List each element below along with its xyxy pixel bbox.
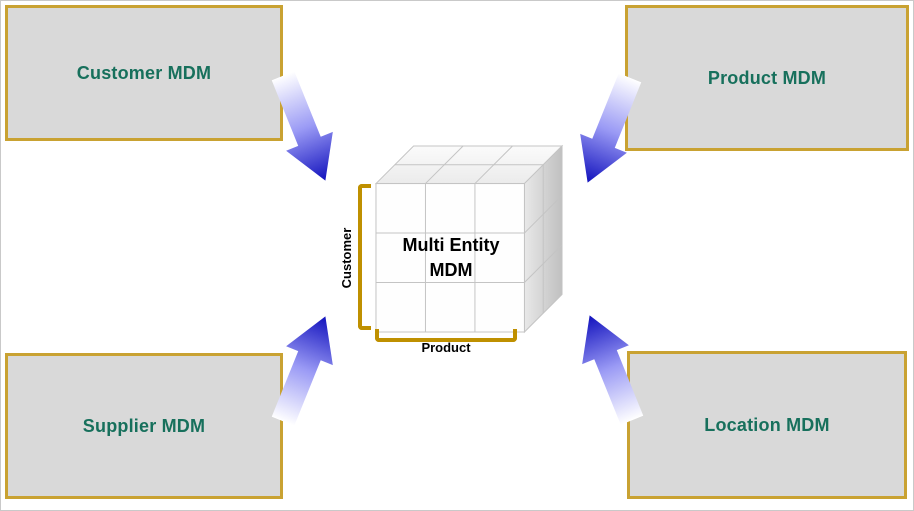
location-mdm-box: Location MDM bbox=[627, 351, 907, 499]
customer-axis-label: Customer bbox=[339, 227, 354, 289]
product-axis-label: Product bbox=[421, 340, 471, 355]
customer-axis-bracket bbox=[358, 184, 371, 330]
product-mdm-label: Product MDM bbox=[707, 67, 827, 88]
cube-title-line1: Multi Entity bbox=[402, 235, 500, 255]
customer-mdm-box: Customer MDM bbox=[5, 5, 283, 141]
product-axis-bracket bbox=[375, 329, 517, 342]
cube-title-line2: MDM bbox=[429, 260, 473, 280]
supplier-mdm-label: Supplier MDM bbox=[82, 415, 206, 436]
arrow-down-right-icon bbox=[257, 65, 352, 193]
customer-mdm-label: Customer MDM bbox=[76, 62, 212, 83]
cube-title: Multi Entity MDM bbox=[376, 233, 526, 283]
multi-entity-cube bbox=[374, 139, 564, 337]
arrow-up-left-icon bbox=[563, 303, 658, 431]
location-mdm-label: Location MDM bbox=[704, 414, 830, 435]
product-mdm-box: Product MDM bbox=[625, 5, 909, 151]
arrow-down-left-icon bbox=[561, 67, 656, 195]
supplier-mdm-box: Supplier MDM bbox=[5, 353, 283, 499]
arrow-up-right-icon bbox=[257, 304, 352, 432]
